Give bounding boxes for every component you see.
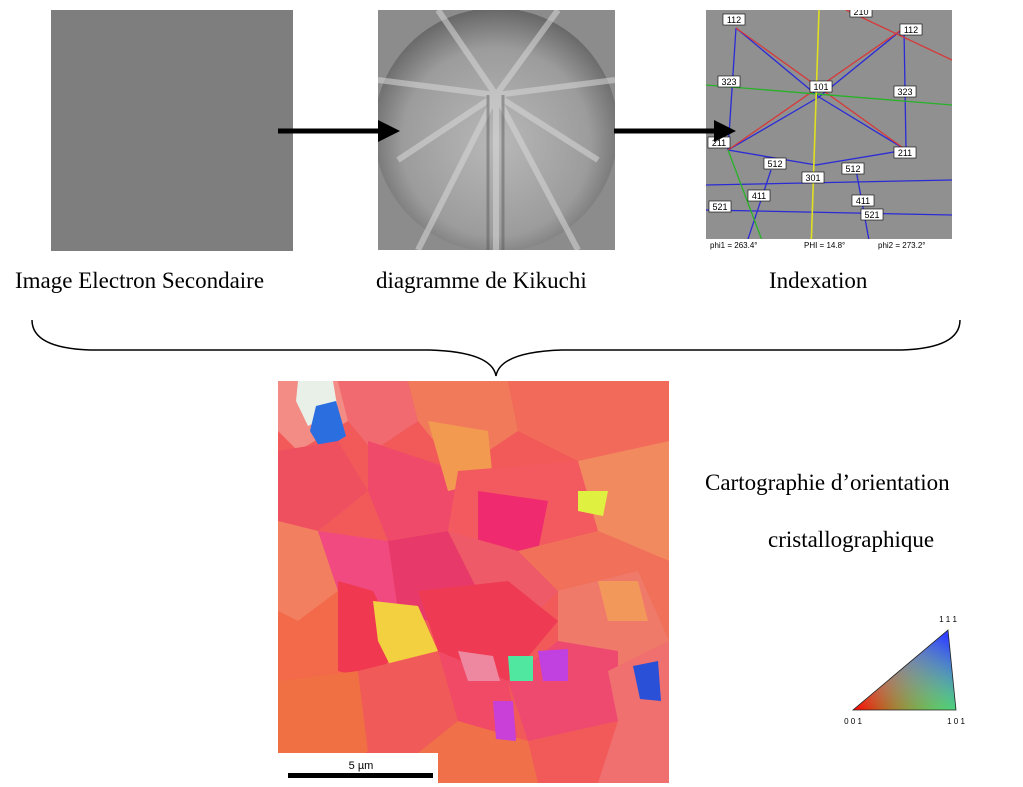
idx-label-9: 211	[898, 148, 912, 158]
orientation-map-image: 5 µm	[278, 381, 669, 783]
scale-bar-label: 5 µm	[349, 760, 374, 772]
orientation-map-graphic: 5 µm	[278, 381, 669, 783]
idx-label-14: 521	[864, 210, 879, 220]
kikuchi-pattern-graphic	[378, 10, 615, 250]
idx-label-4: 101	[813, 82, 828, 92]
idx-label-10: 301	[805, 173, 820, 183]
idx-label-5: 323	[897, 87, 912, 97]
idx-label-1: 210	[853, 10, 868, 17]
ipf-color-key: 1 1 1 0 0 1 1 0 1	[844, 615, 965, 726]
ipf-label-111: 1 1 1	[939, 615, 957, 624]
curly-brace	[31, 319, 961, 377]
indexation-image: 112 210 112 323 101 323 211 512 512 211 …	[706, 10, 952, 251]
kikuchi-pattern-image	[378, 10, 615, 250]
euler-phi2: phi2 = 273.2°	[878, 241, 925, 250]
euler-PHI: PHI = 14.8°	[804, 241, 845, 250]
caption-indexation: Indexation	[769, 268, 868, 293]
secondary-electron-image	[51, 10, 293, 251]
ipf-label-001: 0 0 1	[844, 717, 862, 726]
idx-label-11: 411	[752, 191, 766, 201]
idx-label-0: 112	[727, 15, 741, 25]
idx-label-12: 411	[856, 196, 870, 206]
orientation-map-title-line1: Cartographie d’orientation	[705, 470, 950, 495]
idx-label-8: 512	[845, 164, 860, 174]
idx-label-2: 112	[904, 25, 918, 35]
orientation-map-title-line2: cristallographique	[768, 527, 935, 552]
idx-label-7: 512	[767, 159, 782, 169]
idx-label-13: 521	[712, 202, 727, 212]
arrow-right-icon	[614, 120, 736, 142]
arrow-right-icon	[278, 120, 400, 142]
euler-phi1: phi1 = 263.4°	[710, 241, 757, 250]
ipf-label-101: 1 0 1	[947, 717, 965, 726]
caption-kikuchi: diagramme de Kikuchi	[376, 268, 587, 293]
idx-label-6: 211	[712, 138, 726, 148]
caption-secondary-electron: Image Electron Secondaire	[15, 268, 265, 293]
indexation-graphic: 112 210 112 323 101 323 211 512 512 211 …	[706, 10, 952, 251]
idx-label-3: 323	[721, 77, 736, 87]
